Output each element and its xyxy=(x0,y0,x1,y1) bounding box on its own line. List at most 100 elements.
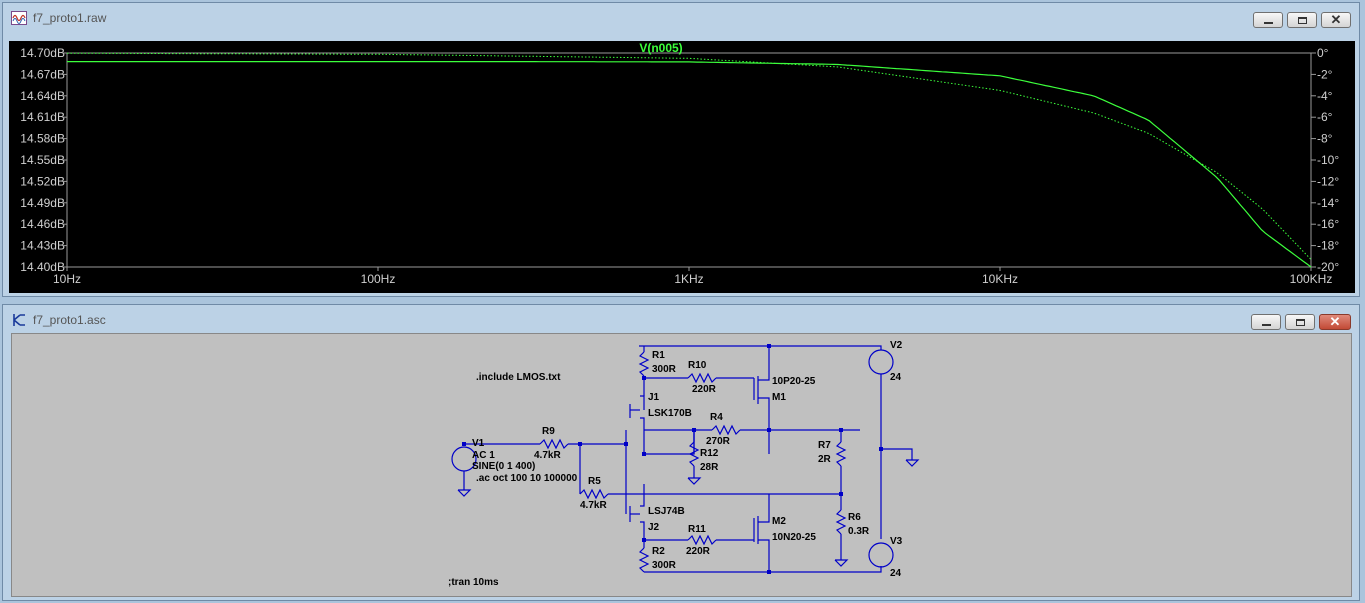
schematic-canvas[interactable]: .include LMOS.txt .ac oct 100 10 100000 … xyxy=(11,333,1352,597)
r9-ref[interactable]: R9 xyxy=(542,426,555,437)
x-axis-tick-label: 10Hz xyxy=(53,272,81,286)
left-axis-tick-label: 14.43dB xyxy=(20,239,65,253)
left-axis-tick-label: 14.58dB xyxy=(20,132,65,146)
waveform-titlebar[interactable]: f7_proto1.raw ✕ xyxy=(3,3,1359,33)
v3-ref[interactable]: V3 xyxy=(890,536,903,547)
v2-ref[interactable]: V2 xyxy=(890,340,903,351)
r2-ref[interactable]: R2 xyxy=(652,546,665,557)
schematic-window[interactable]: f7_proto1.asc ✕ xyxy=(2,304,1360,601)
schematic-drawing[interactable]: .include LMOS.txt .ac oct 100 10 100000 … xyxy=(12,334,1351,596)
phase-trace[interactable] xyxy=(67,52,1312,260)
directive-ac[interactable]: .ac oct 100 10 100000 xyxy=(476,473,578,484)
maximize-button[interactable] xyxy=(1285,314,1315,330)
right-axis-tick-label: -18° xyxy=(1317,239,1339,253)
v1-sine[interactable]: SINE(0 1 400) xyxy=(472,461,535,472)
left-axis-tick-label: 14.40dB xyxy=(20,260,65,274)
left-axis-tick-label: 14.67dB xyxy=(20,67,65,81)
right-axis-tick-label: -2° xyxy=(1317,67,1333,81)
left-axis-tick-label: 14.55dB xyxy=(20,153,65,167)
v3-value[interactable]: 24 xyxy=(890,568,902,579)
r11-ref[interactable]: R11 xyxy=(688,524,706,535)
r9-value[interactable]: 4.7kR xyxy=(534,450,561,461)
schematic-window-controls: ✕ xyxy=(1251,314,1351,331)
close-button[interactable]: ✕ xyxy=(1319,314,1351,330)
right-axis-tick-label: -20° xyxy=(1317,260,1339,274)
x-axis-ticks: 10Hz 100Hz 1KHz 10KHz 100KHz xyxy=(53,267,1332,286)
right-axis-tick-label: -12° xyxy=(1317,174,1339,188)
schematic-titlebar[interactable]: f7_proto1.asc ✕ xyxy=(3,305,1359,335)
directive-include[interactable]: .include LMOS.txt xyxy=(476,372,561,383)
waveform-window-title: f7_proto1.raw xyxy=(33,11,107,25)
r1-value[interactable]: 300R xyxy=(652,364,677,375)
maximize-icon xyxy=(1296,319,1305,326)
minimize-button[interactable] xyxy=(1251,314,1281,330)
bode-plot[interactable]: 14.70dB 14.67dB 14.64dB 14.61dB 14.58dB 14.55… xyxy=(9,41,1355,293)
left-axis-tick-label: 14.49dB xyxy=(20,196,65,210)
right-axis-ticks: 0° -2° -4° -6° -8° -10° -12° -14° -16° -18° -20° xyxy=(1311,46,1339,274)
j1-value[interactable]: LSK170B xyxy=(648,408,692,419)
r5-ref[interactable]: R5 xyxy=(588,476,601,487)
waveform-window-controls: ✕ xyxy=(1253,12,1351,29)
x-axis-tick-label: 100KHz xyxy=(1290,272,1333,286)
r11-value[interactable]: 220R xyxy=(686,546,711,557)
directive-tran[interactable]: ;tran 10ms xyxy=(448,577,499,588)
right-axis-tick-label: -14° xyxy=(1317,196,1339,210)
r12-value[interactable]: 28R xyxy=(700,462,719,473)
r12-ref[interactable]: R12 xyxy=(700,448,719,459)
left-axis-tick-label: 14.46dB xyxy=(20,217,65,231)
minimize-button[interactable] xyxy=(1253,12,1283,28)
v1-ref[interactable]: V1 xyxy=(472,438,485,449)
plot-pane[interactable]: 14.70dB 14.67dB 14.64dB 14.61dB 14.58dB 14.55… xyxy=(9,41,1355,293)
close-icon: ✕ xyxy=(1330,12,1342,27)
left-axis-tick-label: 14.64dB xyxy=(20,89,65,103)
v2-value[interactable]: 24 xyxy=(890,372,902,383)
r10-ref[interactable]: R10 xyxy=(688,360,707,371)
r6-value[interactable]: 0.3R xyxy=(848,526,870,537)
close-icon: ✕ xyxy=(1329,314,1341,329)
r7-value[interactable]: 2R xyxy=(818,454,832,465)
right-axis-tick-label: -6° xyxy=(1317,110,1333,124)
minimize-icon xyxy=(1262,324,1271,326)
trace-group xyxy=(67,52,1312,268)
v1-value[interactable]: AC 1 xyxy=(472,450,495,461)
maximize-icon xyxy=(1298,17,1307,24)
m2-ref[interactable]: M2 xyxy=(772,516,786,527)
r1-ref[interactable]: R1 xyxy=(652,350,665,361)
j2-ref[interactable]: J2 xyxy=(648,522,660,533)
waveform-window-icon xyxy=(11,11,27,25)
x-axis-tick-label: 1KHz xyxy=(674,272,703,286)
m2-value[interactable]: 10N20-25 xyxy=(772,532,816,543)
r7-ref[interactable]: R7 xyxy=(818,440,831,451)
j1-ref[interactable]: J1 xyxy=(648,392,660,403)
right-axis-tick-label: 0° xyxy=(1317,46,1329,60)
x-axis-tick-label: 100Hz xyxy=(361,272,396,286)
j2-value[interactable]: LSJ74B xyxy=(648,506,685,517)
left-axis-tick-label: 14.52dB xyxy=(20,174,65,188)
minimize-icon xyxy=(1264,22,1273,24)
trace-label-v-n005[interactable]: V(n005) xyxy=(639,41,682,55)
right-axis-tick-label: -10° xyxy=(1317,153,1339,167)
r5-value[interactable]: 4.7kR xyxy=(580,500,607,511)
plot-frame xyxy=(66,52,1312,268)
right-axis-tick-label: -4° xyxy=(1317,89,1333,103)
right-axis-tick-label: -16° xyxy=(1317,217,1339,231)
left-axis-tick-label: 14.70dB xyxy=(20,46,65,60)
schematic-junctions xyxy=(462,344,883,574)
maximize-button[interactable] xyxy=(1287,12,1317,28)
r6-ref[interactable]: R6 xyxy=(848,512,861,523)
left-axis-tick-label: 14.61dB xyxy=(20,110,65,124)
right-axis-tick-label: -8° xyxy=(1317,132,1333,146)
x-axis-tick-label: 10KHz xyxy=(982,272,1018,286)
r2-value[interactable]: 300R xyxy=(652,560,677,571)
close-button[interactable]: ✕ xyxy=(1321,12,1351,28)
m1-ref[interactable]: M1 xyxy=(772,392,786,403)
r10-value[interactable]: 220R xyxy=(692,384,717,395)
schematic-window-icon xyxy=(13,314,25,326)
r4-ref[interactable]: R4 xyxy=(710,412,723,423)
m1-value[interactable]: 10P20-25 xyxy=(772,376,816,387)
r4-value[interactable]: 270R xyxy=(706,436,731,447)
magnitude-trace[interactable] xyxy=(67,61,1312,268)
left-axis-ticks: 14.70dB 14.67dB 14.64dB 14.61dB 14.58dB 14.55… xyxy=(20,46,67,274)
schematic-labels: .include LMOS.txt .ac oct 100 10 100000 … xyxy=(448,340,903,588)
